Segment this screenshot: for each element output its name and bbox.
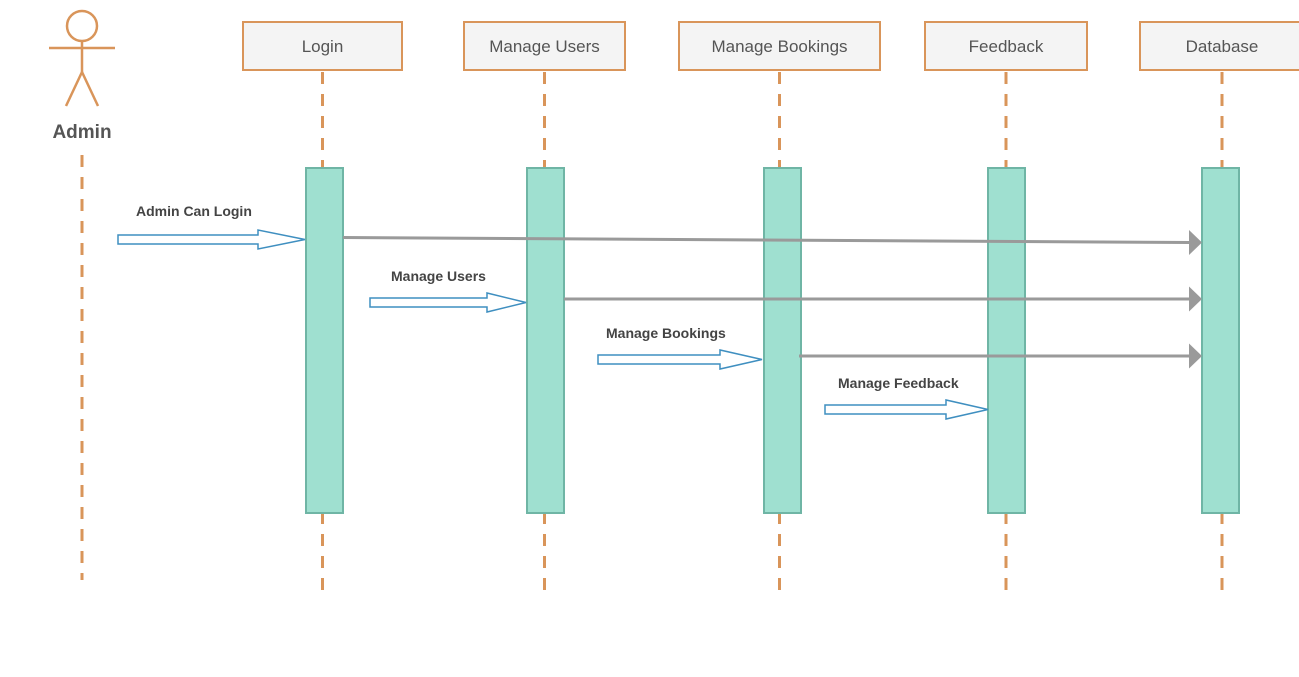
participant-box bbox=[242, 21, 403, 71]
participant-manage-users: Manage Users bbox=[463, 21, 626, 598]
message-arrow bbox=[597, 349, 763, 370]
actor-label: Admin bbox=[52, 122, 111, 143]
database-call-arrowhead bbox=[1189, 230, 1202, 255]
message-label: Admin Can Login bbox=[136, 203, 252, 219]
message-arrow bbox=[824, 399, 989, 420]
message-arrow bbox=[117, 229, 306, 250]
message-label: Manage Feedback bbox=[838, 375, 959, 391]
activation-bar bbox=[987, 167, 1026, 514]
activation-bar bbox=[1201, 167, 1240, 514]
database-call-arrowhead bbox=[1189, 343, 1202, 369]
participant-box bbox=[463, 21, 626, 71]
participant-label: Feedback bbox=[969, 37, 1044, 56]
activation-bar bbox=[305, 167, 344, 514]
message-admin-feedback: Manage Feedback bbox=[824, 375, 989, 420]
participant-label: Manage Users bbox=[489, 37, 600, 56]
database-call-line bbox=[342, 236, 1191, 244]
database-call-arrowhead bbox=[1189, 286, 1202, 312]
message-admin-login: Admin Can Login bbox=[117, 203, 306, 250]
database-call-login bbox=[342, 230, 1202, 255]
stick-figure-icon bbox=[49, 9, 115, 107]
participant-label: Login bbox=[302, 37, 344, 56]
database-call-manage-bookings bbox=[799, 343, 1202, 369]
participant-login: Login bbox=[242, 21, 403, 598]
activation-bar bbox=[763, 167, 802, 514]
actor-admin: Admin bbox=[49, 9, 115, 580]
participant-database: Database bbox=[1139, 21, 1299, 598]
participant-box bbox=[1139, 21, 1299, 71]
database-call-manage-users bbox=[564, 286, 1202, 312]
message-admin-manage-bookings: Manage Bookings bbox=[597, 325, 763, 370]
participant-box bbox=[924, 21, 1088, 71]
message-arrow bbox=[369, 292, 527, 313]
message-label: Manage Bookings bbox=[606, 325, 726, 341]
participant-label: Manage Bookings bbox=[711, 37, 847, 56]
participant-manage-bookings: Manage Bookings bbox=[678, 21, 881, 598]
activation-bar bbox=[526, 167, 565, 514]
message-admin-manage-users: Manage Users bbox=[369, 268, 527, 313]
participant-label: Database bbox=[1186, 37, 1259, 56]
participant-box bbox=[678, 21, 881, 71]
participant-feedback: Feedback bbox=[924, 21, 1088, 598]
message-label: Manage Users bbox=[391, 268, 486, 284]
